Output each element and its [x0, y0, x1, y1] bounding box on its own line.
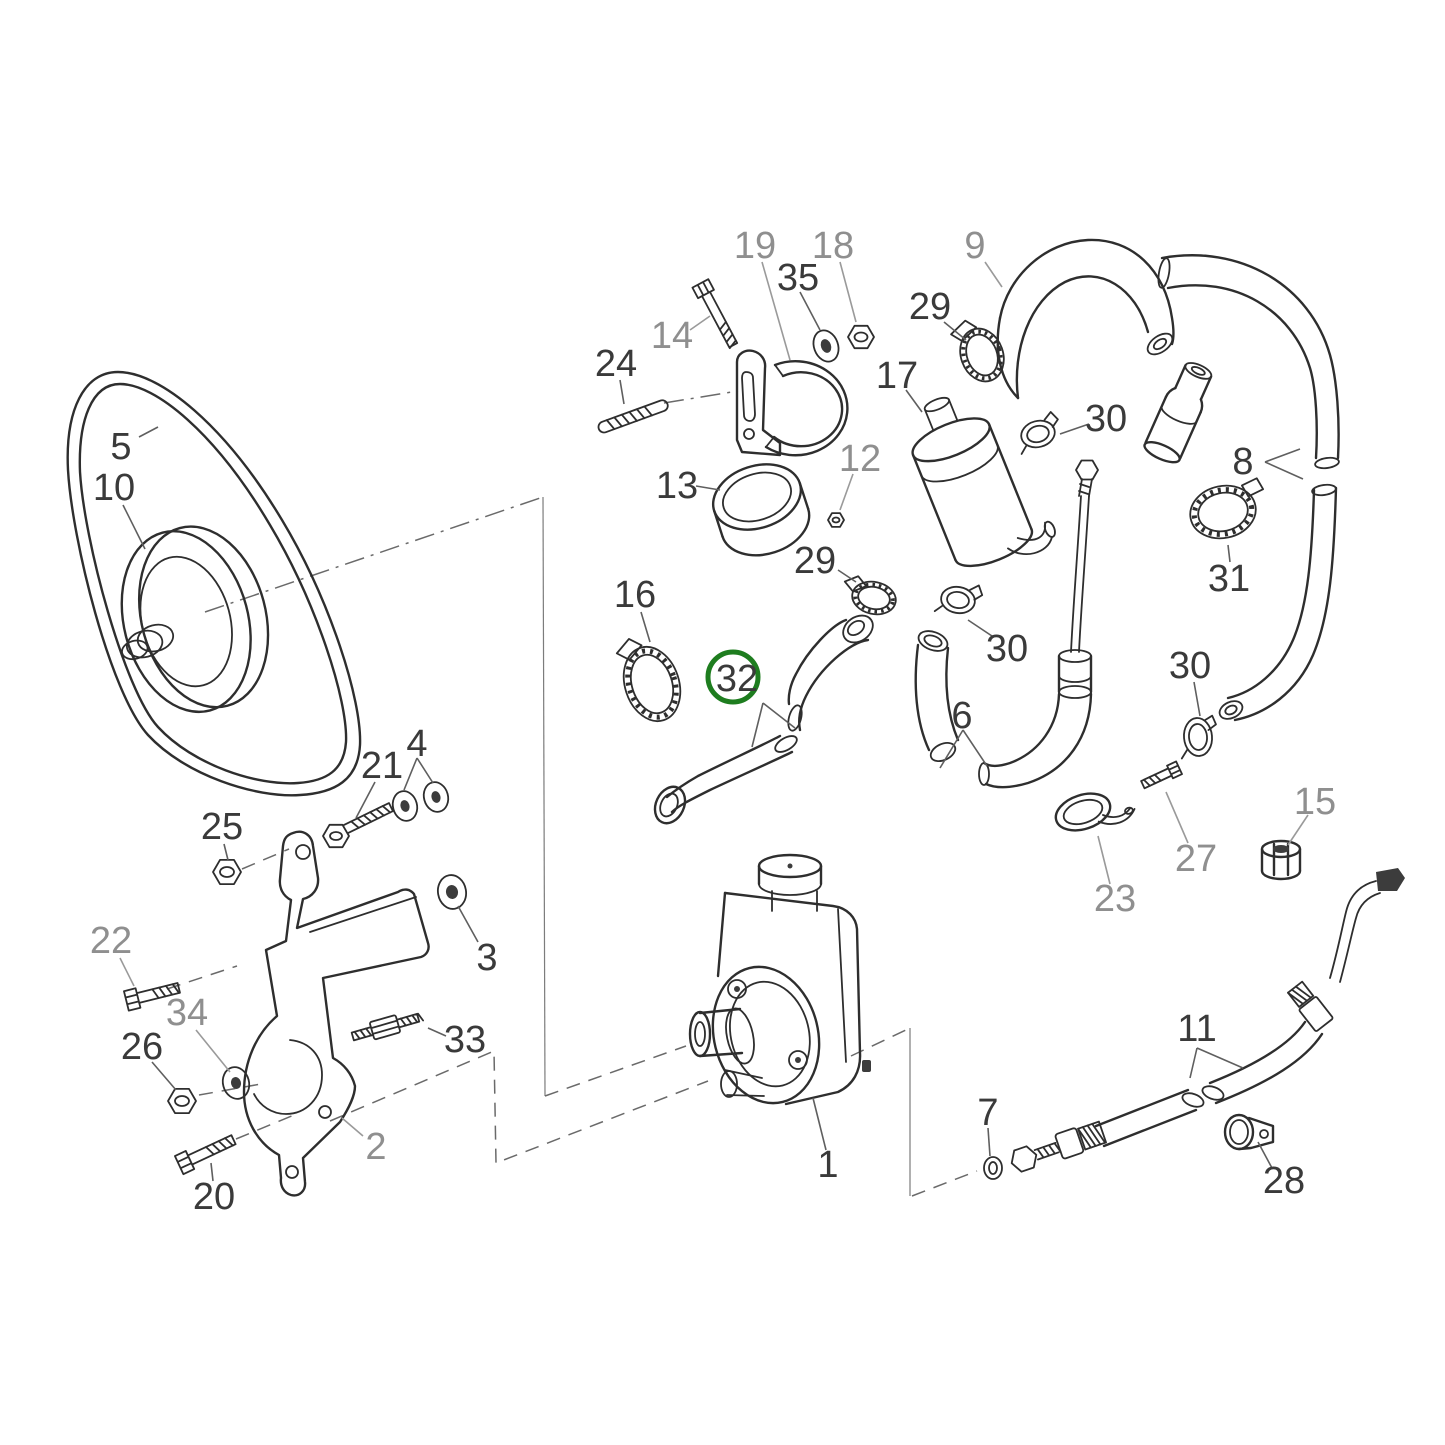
washer-3 — [437, 874, 467, 910]
hose-8 — [1157, 254, 1340, 722]
pinch-clamp-30-right — [1180, 714, 1217, 760]
part-label-27-26: 27 — [1175, 838, 1217, 880]
part-label-13-12: 13 — [656, 465, 698, 507]
nut-12 — [827, 512, 845, 528]
hose-32-upper — [787, 614, 874, 732]
hose-9 — [996, 238, 1175, 400]
hose-32-lower — [653, 734, 798, 825]
hose-clamp-29-top — [950, 319, 1005, 383]
part-label-20-19: 20 — [193, 1176, 235, 1218]
nut-25 — [212, 858, 242, 886]
part-label-29-29: 29 — [794, 540, 836, 582]
part-label-21-20: 21 — [361, 745, 403, 787]
part-label-6-5: 6 — [951, 695, 972, 737]
bolt-20 — [173, 1134, 237, 1176]
mounting-bracket-2 — [242, 830, 430, 1197]
part-label-1-0: 1 — [817, 1144, 838, 1186]
part-label-29-28: 29 — [909, 286, 951, 328]
hose-11-right — [1201, 868, 1405, 1105]
part-label-18-17: 18 — [812, 225, 854, 267]
bolt-22 — [123, 982, 181, 1012]
stud-33 — [350, 1012, 424, 1042]
part-label-30-30: 30 — [1085, 398, 1127, 440]
part-label-31-33: 31 — [1208, 558, 1250, 600]
band-clamp-19 — [764, 360, 849, 457]
highlight-circle-part-32 — [705, 649, 761, 705]
part-label-23-22: 23 — [1094, 878, 1136, 920]
part-label-30-32: 30 — [1169, 645, 1211, 687]
part-number-labels: 1234567891011121314151617181920212223242… — [90, 225, 1336, 1218]
part-label-9-8: 9 — [964, 225, 985, 267]
hose-clamp-29-mid — [843, 575, 897, 616]
part-label-12-11: 12 — [839, 438, 881, 480]
part-label-26-25: 26 — [121, 1026, 163, 1068]
filter-17 — [911, 396, 1056, 568]
nut-18 — [847, 324, 875, 350]
bolt-14 — [691, 278, 739, 350]
part-label-35-37: 35 — [777, 257, 819, 299]
part-label-34-36: 34 — [166, 992, 208, 1034]
washer-4b — [422, 781, 450, 813]
stud-21 — [322, 802, 394, 849]
part-label-15-14: 15 — [1294, 781, 1336, 823]
pump-assembly-1 — [688, 853, 871, 1106]
stud-24 — [597, 399, 669, 434]
bolt-27 — [1140, 760, 1183, 790]
drive-belt-5 — [66, 370, 362, 797]
o-ring-7 — [983, 1156, 1003, 1180]
part-label-2-1: 2 — [365, 1126, 386, 1168]
part-label-4-3: 4 — [406, 723, 427, 765]
washer-4a — [391, 790, 419, 822]
part-label-30-31: 30 — [986, 628, 1028, 670]
hose-clamp-31 — [1189, 477, 1265, 540]
part-label-14-13: 14 — [651, 315, 693, 357]
part-label-32-34: 32 — [716, 658, 758, 700]
leader-lines — [119, 261, 1309, 1182]
clamp-bracket-28 — [1223, 1113, 1275, 1151]
part-label-25-24: 25 — [201, 806, 243, 848]
part-label-33-35: 33 — [444, 1019, 486, 1061]
pinch-clamp-30-mid — [933, 584, 984, 615]
sleeve-13 — [711, 463, 811, 557]
part-label-11-10: 11 — [1177, 1008, 1216, 1050]
clamp-bracket-19 — [735, 349, 782, 457]
nut-15 — [1260, 839, 1302, 881]
part-label-8-7: 8 — [1232, 441, 1253, 483]
washer-35 — [812, 329, 840, 363]
part-label-22-21: 22 — [90, 920, 132, 962]
nut-26 — [167, 1087, 197, 1115]
hose-11-left — [1010, 1088, 1205, 1173]
part-label-7-6: 7 — [977, 1092, 998, 1134]
assembly-axis-lines — [166, 390, 978, 1197]
pipe-hose-6 — [914, 459, 1099, 789]
part-label-16-15: 16 — [614, 574, 656, 616]
part-label-17-16: 17 — [876, 355, 918, 397]
part-label-28-27: 28 — [1263, 1160, 1305, 1202]
pulley-10 — [120, 525, 270, 714]
part-label-3-2: 3 — [476, 937, 497, 979]
washer-34 — [221, 1066, 251, 1100]
connector-fitting-9 — [1143, 362, 1213, 464]
part-label-10-9: 10 — [93, 467, 135, 509]
part-label-19-18: 19 — [734, 225, 776, 267]
hose-clamp-16 — [615, 638, 682, 722]
part-label-5-4: 5 — [110, 426, 131, 468]
pinch-clamp-30-top — [1020, 411, 1059, 455]
clamp-23 — [1054, 792, 1136, 832]
part-label-24-23: 24 — [595, 343, 637, 385]
